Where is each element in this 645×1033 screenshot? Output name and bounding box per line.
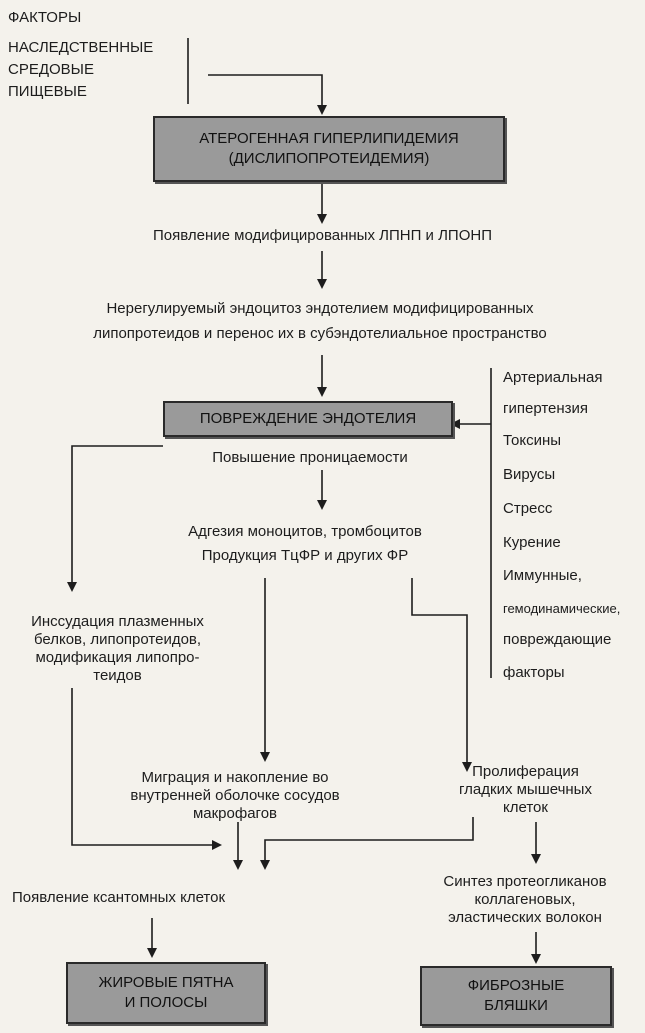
step-migration-line1: Миграция и накопление во bbox=[141, 769, 329, 786]
side-factor-1: Артериальная bbox=[503, 369, 603, 386]
step-insudation-line2: белков, липопротеидов, bbox=[33, 631, 202, 648]
box-hyperlipidemia: АТЕРОГЕННАЯ ГИПЕРЛИПИДЕМИЯ (ДИСЛИПОПРОТЕ… bbox=[153, 116, 505, 182]
box-fatty-line1: ЖИРОВЫЕ ПЯТНА bbox=[98, 974, 234, 991]
step-endocytosis-line2: липопротеидов и перенос их в субэндотели… bbox=[93, 325, 547, 342]
step-modified-lipoproteins: Появление модифицированных ЛПНП и ЛПОНП bbox=[153, 227, 492, 244]
box-hyperlipidemia-line2: (ДИСЛИПОПРОТЕИДЕМИЯ) bbox=[228, 150, 430, 167]
step-synthesis-line2: коллагеновых, bbox=[474, 891, 576, 908]
side-factor-hemodynamic: гемодинамические, bbox=[503, 601, 621, 616]
factor-dietary: ПИЩЕВЫЕ bbox=[8, 83, 87, 100]
step-synthesis-line1: Синтез протеогликанов bbox=[443, 873, 607, 890]
arrow-proliferation-to-xanthoma bbox=[260, 817, 474, 870]
step-migration-line2: внутренней оболочке сосудов bbox=[130, 787, 340, 804]
arrow-factors-to-hyperlipidemia bbox=[208, 74, 327, 115]
box-endothelium-label: ПОВРЕЖДЕНИЕ ЭНДОТЕЛИЯ bbox=[199, 410, 417, 427]
step-insudation-line4: теидов bbox=[93, 667, 142, 684]
arrow-endothelium-to-insudation bbox=[67, 445, 163, 592]
side-factor-factors: факторы bbox=[503, 664, 565, 681]
side-factor-damaging: повреждающие bbox=[503, 631, 612, 648]
box-fibrous-plaques: ФИБРОЗНЫЕ БЛЯШКИ bbox=[420, 966, 612, 1026]
box-hyperlipidemia-line1: АТЕРОГЕННАЯ ГИПЕРЛИПИДЕМИЯ bbox=[199, 130, 459, 147]
box-fatty-streaks: ЖИРОВЫЕ ПЯТНА И ПОЛОСЫ bbox=[66, 962, 266, 1024]
step-endocytosis-line1: Нерегулируемый эндоцитоз эндотелием моди… bbox=[106, 300, 534, 317]
factor-hereditary: НАСЛЕДСТВЕННЫЕ bbox=[8, 39, 154, 56]
step-proliferation-line1: Пролиферация bbox=[472, 763, 579, 780]
side-factor-smoking: Курение bbox=[503, 534, 561, 551]
box-fibrous-line1: ФИБРОЗНЫЕ bbox=[467, 977, 565, 994]
box-fatty-line2: И ПОЛОСЫ bbox=[124, 994, 208, 1011]
step-proliferation-line3: клеток bbox=[503, 799, 548, 816]
box-endothelium-damage: ПОВРЕЖДЕНИЕ ЭНДОТЕЛИЯ bbox=[163, 401, 453, 437]
step-synthesis-line3: эластических волокон bbox=[448, 909, 602, 926]
side-factor-immune: Иммунные, bbox=[503, 567, 582, 584]
side-factor-stress: Стресс bbox=[503, 500, 553, 517]
arrow-adhesion-to-proliferation bbox=[411, 578, 472, 772]
step-adhesion-line2: Продукция ТцФР и других ФР bbox=[201, 547, 409, 564]
side-factor-viruses: Вирусы bbox=[503, 466, 556, 483]
step-migration-line3: макрофагов bbox=[192, 805, 278, 822]
box-fibrous-line2: БЛЯШКИ bbox=[484, 997, 548, 1014]
side-factor-toxins: Токсины bbox=[503, 432, 562, 449]
step-proliferation-line2: гладких мышечных bbox=[459, 781, 592, 798]
step-permeability: Повышение проницаемости bbox=[212, 449, 408, 466]
side-factor-2: гипертензия bbox=[503, 400, 589, 417]
factor-environmental: СРЕДОВЫЕ bbox=[8, 61, 94, 78]
step-insudation-line3: модификация липопро- bbox=[35, 649, 200, 666]
arrow-insudation-to-xanthoma bbox=[71, 688, 222, 850]
step-xanthoma-cells: Появление ксантомных клеток bbox=[12, 889, 226, 906]
step-insudation-line1: Инссудация плазменных bbox=[31, 613, 204, 630]
step-adhesion-line1: Адгезия моноцитов, тромбоцитов bbox=[188, 523, 422, 540]
factors-header: ФАКТОРЫ bbox=[8, 9, 82, 26]
